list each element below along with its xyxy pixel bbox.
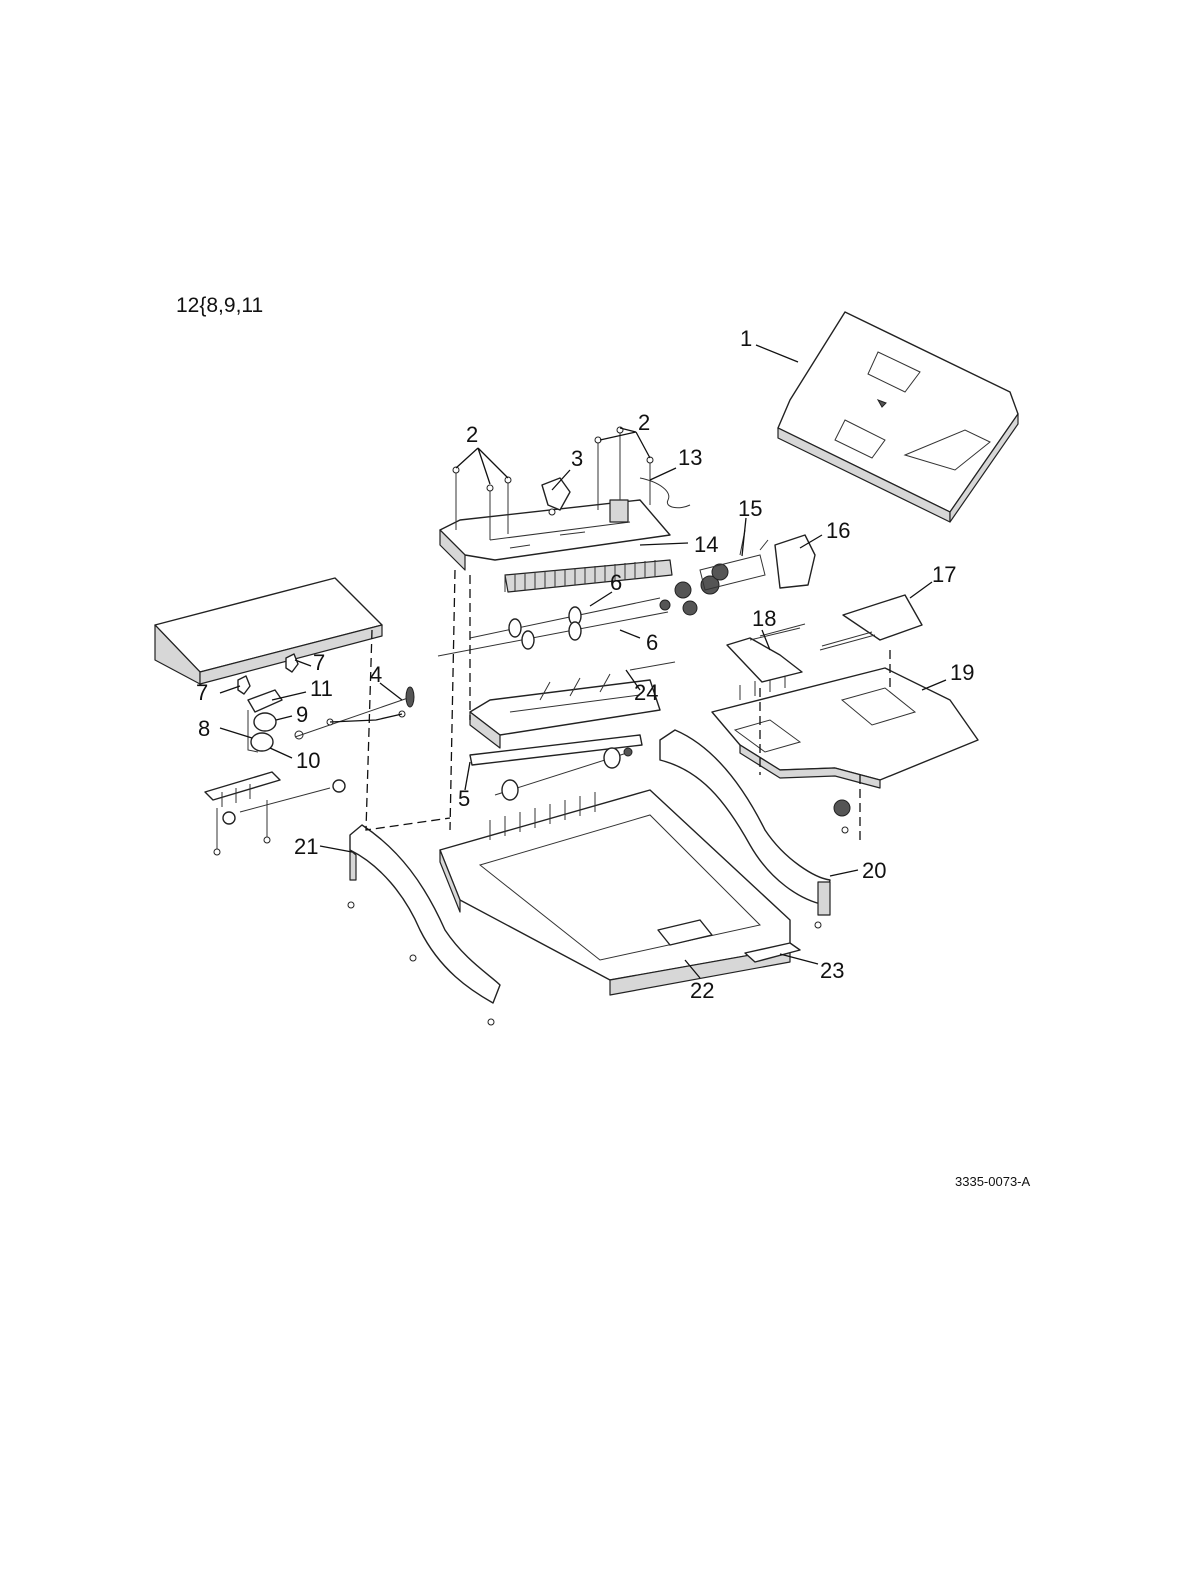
callout-5: 5 — [458, 786, 470, 811]
callout-4: 4 — [370, 662, 382, 687]
callout-24: 24 — [634, 680, 658, 705]
callout-18: 18 — [752, 606, 776, 631]
callout-14: 14 — [694, 532, 718, 557]
header-note: 12{8,9,11 — [176, 294, 263, 317]
callout-16: 16 — [826, 518, 850, 543]
part-13-harness — [640, 478, 690, 508]
part-1-top-cover — [778, 312, 1018, 522]
part-24-middle-guide — [470, 662, 675, 748]
part-18-guide-plate — [727, 624, 805, 682]
callout-21: 21 — [294, 834, 318, 859]
callout-8: 8 — [198, 716, 210, 741]
callout-6-upper: 6 — [610, 570, 622, 595]
callout-7-right: 7 — [313, 650, 325, 675]
callout-13: 13 — [678, 445, 702, 470]
callout-20: 20 — [862, 858, 886, 883]
callout-19: 19 — [950, 660, 974, 685]
callout-11: 11 — [310, 676, 333, 701]
part-14-upper-guide-assembly — [440, 500, 672, 592]
callout-17: 17 — [932, 562, 956, 587]
side-cover — [155, 578, 382, 684]
callout-1: 1 — [740, 326, 752, 351]
callout-7-left: 7 — [196, 680, 208, 705]
part-6-shafts — [438, 598, 670, 656]
callout-23: 23 — [820, 958, 844, 983]
callout-2-right: 2 — [638, 410, 650, 435]
callout-15: 15 — [738, 496, 762, 521]
callout-3: 3 — [571, 446, 583, 471]
lower-left-bracket — [205, 772, 345, 855]
callout-10: 10 — [296, 748, 320, 773]
part-17-guide-plate — [820, 595, 922, 650]
callout-2-left: 2 — [466, 422, 478, 447]
document-id: 3335-0073-A — [955, 1174, 1030, 1189]
callout-22: 22 — [690, 978, 714, 1003]
callout-9: 9 — [296, 702, 308, 727]
callout-6-lower: 6 — [646, 630, 658, 655]
